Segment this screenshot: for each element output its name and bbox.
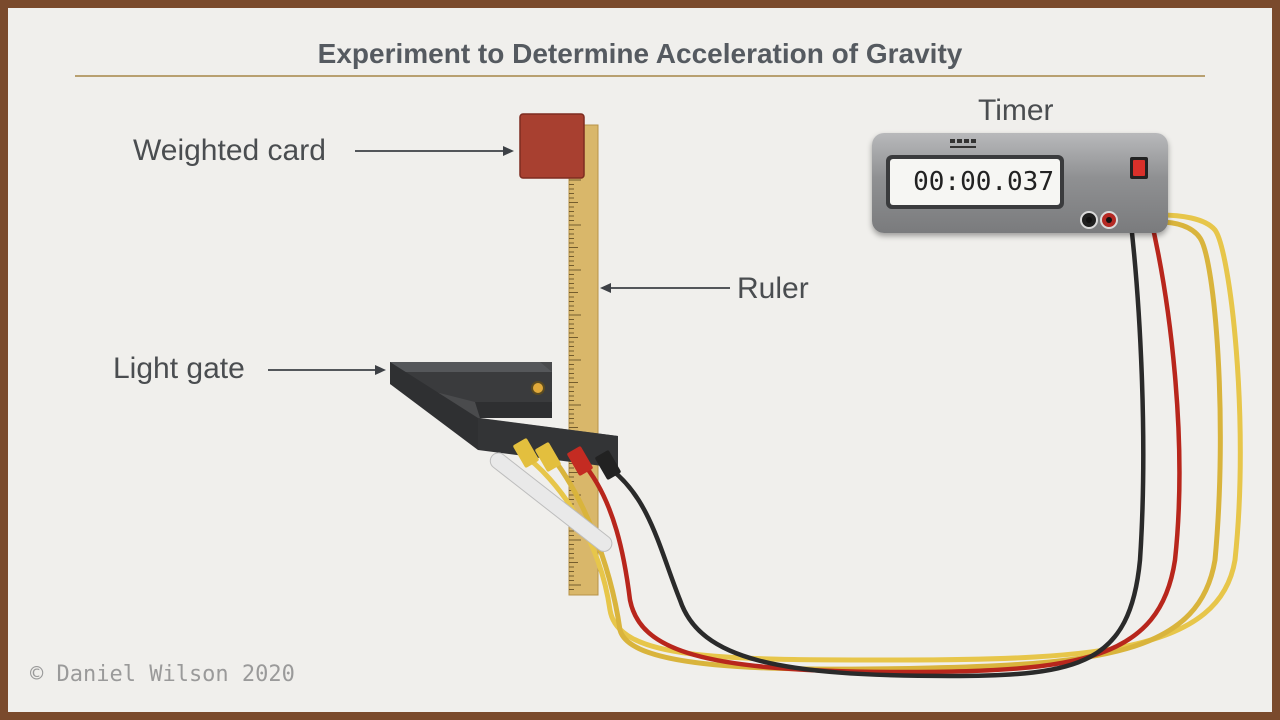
red-plug <box>567 446 593 476</box>
weighted-card-label: Weighted card <box>133 134 326 167</box>
gate-connectors <box>489 438 621 552</box>
white-rod <box>489 452 613 552</box>
light-gate-label: Light gate <box>113 352 245 385</box>
copyright-notice: © Daniel Wilson 2020 <box>30 662 295 687</box>
wires <box>517 212 1243 679</box>
wire-yellow-outer <box>517 212 1243 663</box>
timer-reading: 00:00.037 <box>890 159 1060 205</box>
wire-red <box>579 212 1182 675</box>
page-title: Experiment to Determine Acceleration of … <box>317 38 963 69</box>
gate-emitter-icon <box>531 381 545 395</box>
timer-label: Timer <box>978 94 1054 127</box>
yellow-plug-1 <box>513 438 539 468</box>
timer-power-switch[interactable] <box>1130 157 1148 179</box>
diagram-canvas: Experiment to Determine Acceleration of … <box>8 8 1272 712</box>
arrows <box>268 146 730 375</box>
timer-black-socket <box>1080 211 1098 229</box>
wire-yellow-inner <box>545 219 1223 672</box>
apparatus-drawing <box>268 113 1243 679</box>
weighted-card <box>519 113 585 179</box>
wire-black <box>609 212 1146 679</box>
title-divider <box>75 75 1205 77</box>
ruler-label: Ruler <box>737 272 809 305</box>
timer-device: 00:00.037 <box>872 133 1168 233</box>
yellow-plug-2 <box>535 442 561 472</box>
black-plug <box>595 450 621 480</box>
timer-logo-icon <box>950 139 976 148</box>
timer-red-socket <box>1100 211 1118 229</box>
timer-screen: 00:00.037 <box>886 155 1064 209</box>
